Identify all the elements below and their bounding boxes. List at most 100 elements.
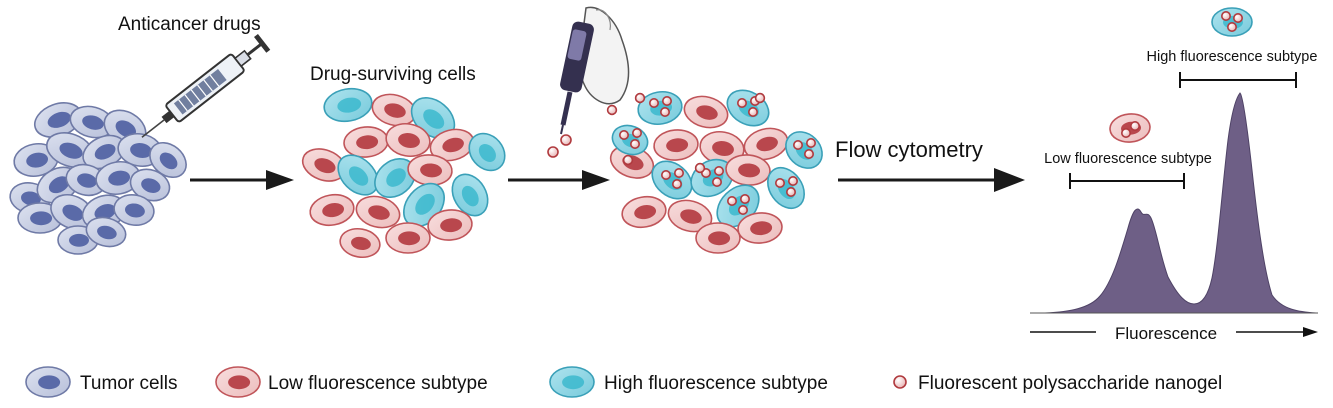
legend-nanogel-icon: [893, 375, 907, 389]
tumor-cell-cluster: [9, 102, 187, 255]
low-cell: [725, 154, 771, 186]
low-subtype-cell: [1109, 113, 1151, 143]
high-cell: [468, 132, 506, 172]
anticancer-drugs-label: Anticancer drugs: [118, 14, 261, 35]
low-cell: [653, 129, 699, 161]
tumor-cell: [85, 216, 127, 248]
legend-tumor-cell: [25, 366, 71, 398]
drug-surviving-cell-cluster: [301, 87, 506, 259]
nanogel-particle: [1130, 121, 1141, 132]
low-cell: [683, 95, 729, 129]
low-cell: [407, 154, 453, 186]
nanogel-particle: [711, 177, 722, 188]
tumor-cell: [45, 132, 95, 168]
low-cell: [301, 148, 347, 182]
arrow-1: [190, 170, 294, 190]
legend-high-icon: [549, 366, 595, 398]
nanogel-particle: [547, 146, 559, 158]
legend-tumor-label: Tumor cells: [80, 373, 177, 394]
low-subtype-label: Low fluorescence subtype: [1044, 151, 1212, 167]
low-cell: [737, 212, 783, 244]
nanogel-particle: [622, 154, 634, 166]
low-cell: [339, 227, 381, 259]
nanogel-particle: [606, 104, 618, 116]
nanogel-particle: [893, 375, 907, 389]
tumor-cell: [65, 163, 107, 197]
low-cell: [699, 130, 745, 166]
nanogel-particle: [694, 162, 706, 174]
legend: Tumor cells Low fluorescence subtype Hig…: [25, 366, 1222, 398]
high-cell: [451, 173, 489, 217]
nanogel-particle: [805, 138, 816, 149]
nanogel-particle: [1233, 13, 1244, 23]
low-cell: [621, 195, 667, 229]
drug-surviving-cells-label: Drug-surviving cells: [310, 64, 476, 85]
nanogel-particle: [713, 166, 724, 177]
nanogel-drops: [547, 134, 572, 158]
low-cell: [429, 128, 475, 162]
high-cell: [726, 89, 770, 127]
fluorescence-axis-label: Fluorescence: [1115, 324, 1217, 343]
nanogel-particle: [560, 134, 572, 146]
flow-cytometry-label: Flow cytometry: [835, 137, 983, 162]
tumor-cell: [129, 168, 171, 202]
nanogel-particle: [661, 96, 672, 107]
nanogel-particle: [1221, 11, 1232, 21]
arrow-3: [838, 168, 1025, 192]
low-subtype-bracket: [1069, 173, 1185, 189]
nanogel-labelled-cell-cluster: [606, 89, 823, 254]
nanogel-particle: [774, 178, 785, 189]
arrow-2: [508, 170, 610, 190]
legend-tumor-icon: [25, 366, 71, 398]
low-cell: [309, 193, 355, 227]
fluorescence-histogram: Fluorescence Low fluorescence subtype Hi…: [1030, 7, 1318, 344]
syringe-icon: [141, 33, 271, 138]
nanogel-particle: [726, 196, 737, 207]
pipette-icon: [560, 6, 630, 135]
nanogel-particle: [787, 176, 798, 187]
nanogel-particle: [1121, 128, 1132, 139]
tumor-cell: [149, 141, 187, 179]
low-subtype-cell-icon: [1109, 113, 1151, 143]
low-cell: [355, 195, 401, 229]
nanogel-particle: [618, 130, 629, 141]
nanogel-particle: [659, 107, 670, 118]
low-cell: [385, 222, 431, 254]
nanogel-particle: [629, 139, 640, 150]
nanogel-particle: [803, 149, 814, 160]
high-subtype-bracket: [1179, 72, 1297, 88]
nanogel-particle: [660, 170, 671, 181]
nanogel-particle: [673, 168, 684, 179]
low-cell: [343, 126, 389, 158]
nanogel-particle: [754, 92, 766, 104]
nanogel-particle: [747, 107, 758, 118]
high-cell: [374, 157, 416, 199]
legend-high-label: High fluorescence subtype: [604, 373, 828, 394]
high-subtype-label: High fluorescence subtype: [1147, 49, 1318, 65]
high-cell: [337, 154, 379, 196]
low-cell: [667, 199, 713, 233]
legend-high-cell: [549, 366, 595, 398]
tumor-cell: [113, 194, 155, 226]
tumor-cell: [50, 193, 94, 231]
nanogel-particle: [785, 187, 796, 198]
low-cell: [695, 222, 741, 254]
low-cell: [385, 122, 431, 158]
legend-low-label: Low fluorescence subtype: [268, 373, 488, 394]
nanogel-particle: [634, 92, 646, 104]
nanogel-particle: [671, 179, 682, 190]
low-cell: [427, 209, 473, 241]
nanogel-particle: [737, 205, 748, 216]
tumor-cell: [69, 105, 115, 139]
high-cell: [323, 87, 373, 123]
high-cell: [785, 131, 823, 169]
nanogel-particle: [1227, 21, 1238, 32]
nanogel-particle: [736, 98, 747, 109]
legend-low-icon: [215, 366, 261, 398]
nanogel-particle: [739, 194, 750, 205]
low-cell: [371, 93, 417, 127]
nanogel-particle: [792, 140, 803, 151]
nanogel-particle: [648, 98, 659, 109]
legend-nanogel-label: Fluorescent polysaccharide nanogel: [918, 373, 1222, 394]
